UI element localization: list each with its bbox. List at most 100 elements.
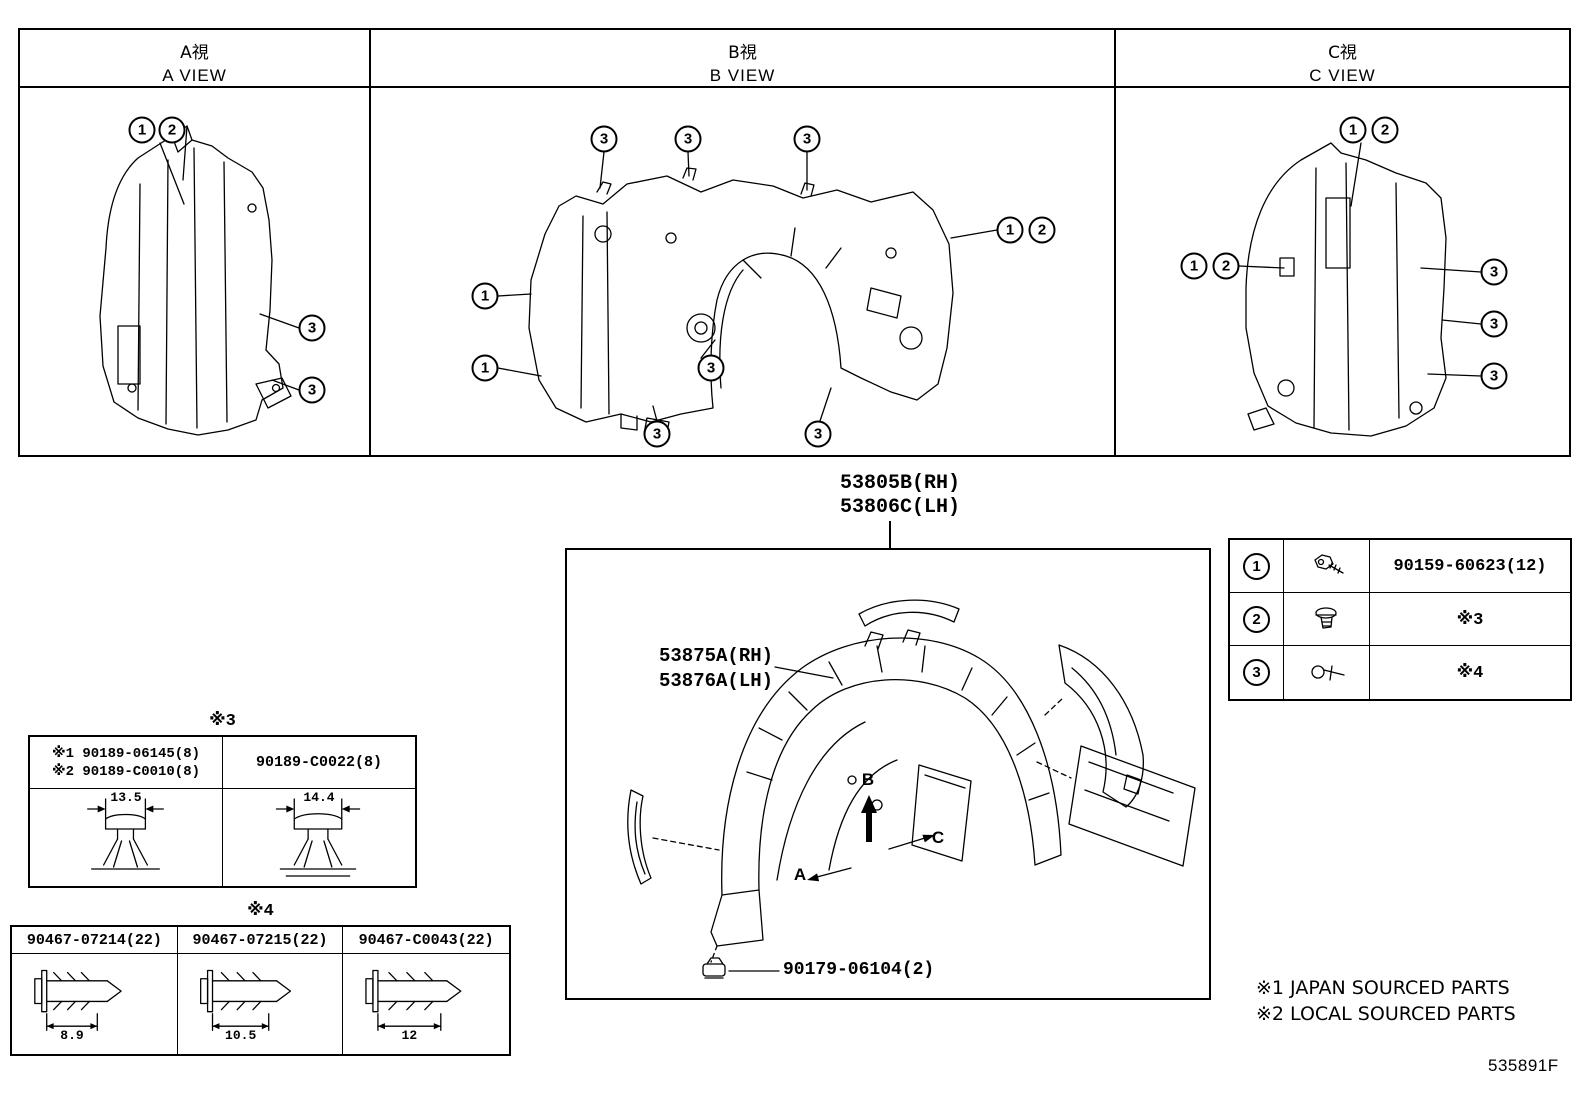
note3-col1-line1: ※1 90189-06145(8) <box>51 745 201 762</box>
view-a-panel: A視 A VIEW <box>18 28 371 457</box>
callout-2: 2 <box>158 116 186 144</box>
note3-title: ※3 <box>209 712 236 731</box>
callout-3: 3 <box>1480 362 1508 390</box>
assembly-part-rh: 53805B(RH) <box>840 472 961 495</box>
label-connector-line <box>889 521 891 548</box>
grommet-icon <box>1284 593 1370 646</box>
view-a-header: A視 A VIEW <box>20 30 369 88</box>
view-a-drawing: 1 2 3 3 <box>20 88 369 455</box>
view-b-title-en: B VIEW <box>709 66 776 85</box>
view-c-drawing: 1 2 1 2 3 3 3 <box>1116 88 1569 455</box>
note4-col2-dim: 10.5 <box>225 1028 257 1043</box>
note3-col1-drawing: 13.5 <box>30 789 222 886</box>
callout-3: 3 <box>793 125 821 153</box>
legend-row2-part: ※3 <box>1370 593 1570 646</box>
view-b-header: B視 B VIEW <box>371 30 1114 88</box>
callout-1: 1 <box>1339 116 1367 144</box>
clip-part-label: 90179-06104(2) <box>783 960 935 980</box>
pin-8-9-lineart <box>34 969 122 1031</box>
callout-3: 3 <box>804 420 832 448</box>
legend-row3-num: 3 <box>1230 646 1284 699</box>
legend-row3-part: ※4 <box>1456 664 1484 683</box>
main-diagram-lineart <box>627 599 1196 979</box>
note4-col1: 90467-07214(22) 8.9 <box>12 927 178 1054</box>
grommet-14-4-lineart <box>275 798 361 877</box>
callout-3: 3 <box>298 376 326 404</box>
note3-col1-header: ※1 90189-06145(8) ※2 90189-C0010(8) <box>30 737 222 789</box>
pin-10-5-lineart <box>199 969 291 1031</box>
note4-col3: 90467-C0043(22) 12 <box>343 927 509 1054</box>
callout-1: 1 <box>471 354 499 382</box>
note4-col2: 90467-07215(22) 10.5 <box>177 927 344 1054</box>
note3-col1-line2: ※2 90189-C0010(8) <box>51 763 201 780</box>
note4-col3-header: 90467-C0043(22) <box>343 927 509 954</box>
direction-b-label: B <box>861 770 875 789</box>
clip-icon <box>1284 646 1370 699</box>
note4-col1-dim: 8.9 <box>60 1028 84 1043</box>
note4-col1-header: 90467-07214(22) <box>12 927 177 954</box>
callout-1: 1 <box>471 282 499 310</box>
callout-2: 2 <box>1212 252 1240 280</box>
callout-1: 1 <box>128 116 156 144</box>
note4-col3-dim: 12 <box>401 1028 418 1043</box>
callout-3: 3 <box>590 125 618 153</box>
direction-a-label: A <box>793 865 807 884</box>
fastener-legend-table: 1 90159-60623(12) 2 ※3 3 <box>1228 538 1572 701</box>
callout-2: 2 <box>1243 605 1270 633</box>
note3-col1-dim: 13.5 <box>110 790 142 805</box>
callout-3: 3 <box>674 125 702 153</box>
legend-row1-num: 1 <box>1230 540 1284 593</box>
view-c-header: C視 C VIEW <box>1116 30 1569 88</box>
note4-col2-header: 90467-07215(22) <box>177 927 343 954</box>
note3-col2-dim: 14.4 <box>303 790 335 805</box>
callout-2: 2 <box>1371 116 1399 144</box>
footnote-japan-sourced: ※1 JAPAN SOURCED PARTS <box>1256 977 1510 999</box>
note4-table: 90467-07214(22) 8.9 <box>10 925 511 1056</box>
doc-number: 535891F <box>1488 1056 1559 1075</box>
note4-col3-drawing: 12 <box>343 954 509 1054</box>
view-a-title-en: A VIEW <box>162 66 227 85</box>
view-c-panel: C視 C VIEW <box>1114 28 1571 457</box>
callout-1: 1 <box>1180 252 1208 280</box>
note4-col1-drawing: 8.9 <box>12 954 177 1054</box>
main-diagram-panel: 53875A(RH) 53876A(LH) 90179-06104(2) B C… <box>565 548 1211 1000</box>
view-b-panel: B視 B VIEW <box>369 28 1116 457</box>
callout-3: 3 <box>1243 659 1270 686</box>
note4-col2-drawing: 10.5 <box>178 954 343 1054</box>
callout-3: 3 <box>1480 310 1508 338</box>
callout-1: 1 <box>996 216 1024 244</box>
legend-row1-part: 90159-60623(12) <box>1370 540 1570 593</box>
note3-table: ※1 90189-06145(8) ※2 90189-C0010(8) 13.5 <box>28 735 417 888</box>
legend-row2-num: 2 <box>1230 593 1284 646</box>
view-b-lineart <box>497 151 998 439</box>
note3-col2-header: 90189-C0022(8) <box>223 737 415 789</box>
note4-title: ※4 <box>247 902 274 921</box>
assembly-part-label: 53805B(RH) 53806C(LH) <box>840 472 980 520</box>
sourcing-footnotes: ※1 JAPAN SOURCED PARTS ※2 LOCAL SOURCED … <box>1256 975 1516 1027</box>
view-c-lineart <box>1238 142 1482 437</box>
liner-part-lh: 53876A(LH) <box>659 670 774 692</box>
view-c-title-en: C VIEW <box>1309 66 1376 85</box>
assembly-part-lh: 53806C(LH) <box>840 496 961 519</box>
note3-col2-drawing: 14.4 <box>223 789 415 886</box>
view-b-drawing: 3 3 3 1 2 1 1 3 3 3 <box>371 88 1114 455</box>
callout-3: 3 <box>298 314 326 342</box>
direction-c-label: C <box>931 828 945 847</box>
callout-3: 3 <box>643 420 671 448</box>
view-c-title-jp: C視 <box>1328 43 1357 63</box>
callout-3: 3 <box>697 354 725 382</box>
note3-col1: ※1 90189-06145(8) ※2 90189-C0010(8) 13.5 <box>30 737 223 886</box>
footnote-local-sourced: ※2 LOCAL SOURCED PARTS <box>1256 1003 1516 1025</box>
callout-3: 3 <box>1480 258 1508 286</box>
liner-part-rh: 53875A(RH) <box>659 645 774 667</box>
note3-col2: 90189-C0022(8) 14.4 <box>223 737 415 886</box>
liner-part-label: 53875A(RH) 53876A(LH) <box>659 644 773 694</box>
pin-12-lineart <box>365 969 462 1031</box>
grommet-13-5-lineart <box>87 798 164 870</box>
callout-2: 2 <box>1028 216 1056 244</box>
screw-icon <box>1284 540 1370 593</box>
callout-1: 1 <box>1243 552 1270 580</box>
view-a-lineart <box>99 125 300 436</box>
view-a-title-jp: A視 <box>180 43 209 63</box>
